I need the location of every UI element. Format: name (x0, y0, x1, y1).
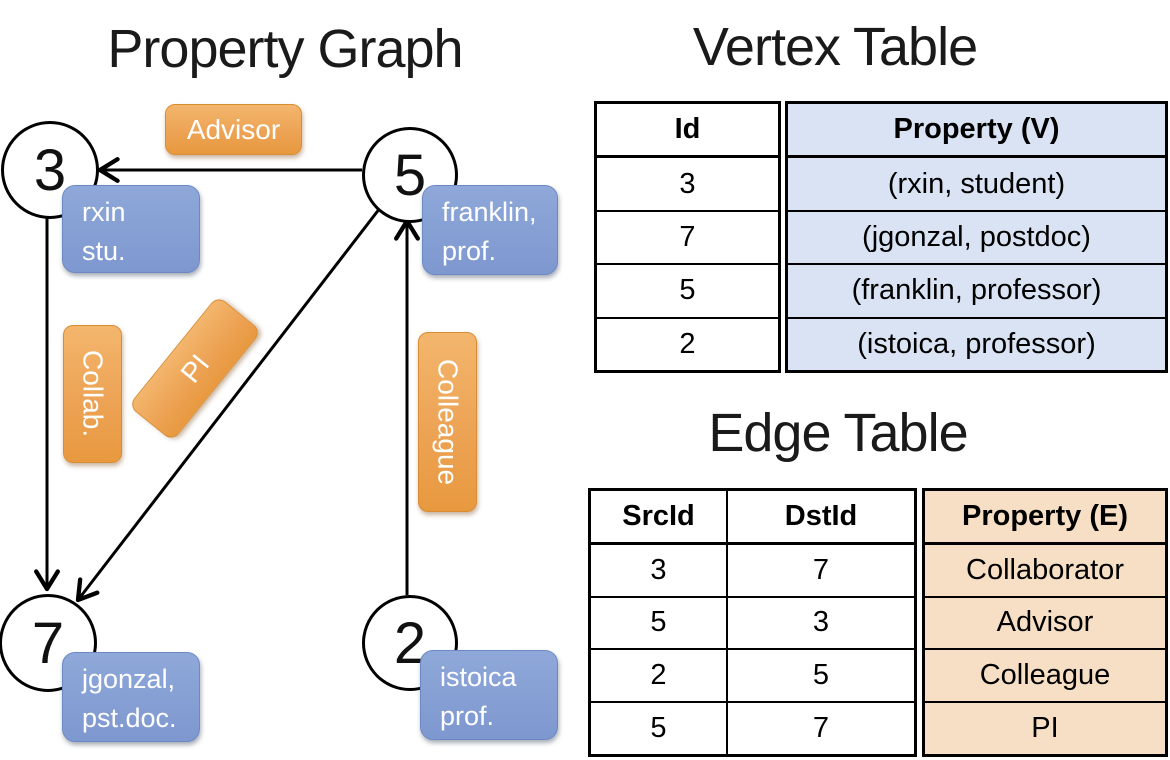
table-row: 2 5 (591, 648, 914, 702)
vertex-table-property-header: Property (V) (788, 104, 1165, 159)
edge-table-title: Edge Table (708, 403, 968, 463)
edge-property-cell: PI (1031, 712, 1059, 745)
edge-property-cell: Collaborator (966, 553, 1124, 586)
table-row: 7 (597, 209, 778, 263)
vertex-label-line2: stu. (82, 236, 126, 266)
vertex-table-property-column: Property (V) (rxin, student) (jgonzal, p… (785, 101, 1168, 373)
edge-label-colleague: Colleague (418, 332, 477, 512)
table-row: 2 (597, 316, 778, 370)
edge-src-cell: 2 (650, 659, 667, 692)
vertex-id-cell: 7 (679, 221, 696, 254)
edge-dst-cell: 7 (726, 544, 914, 596)
node-id-7: 7 (31, 610, 65, 676)
vertex-label-jgonzal: jgonzal, pst.doc. (62, 652, 200, 742)
edge-src-cell: 5 (650, 606, 667, 639)
node-circle-3: 3 (1, 121, 99, 219)
table-row: Colleague (925, 648, 1165, 701)
vertex-label-line2: prof. (440, 701, 495, 731)
vertex-table-title: Vertex Table (692, 17, 978, 77)
node-id-5: 5 (393, 142, 427, 208)
table-row: (jgonzal, postdoc) (788, 209, 1165, 263)
table-row: (rxin, student) (788, 158, 1165, 209)
edge-label-advisor-text: Advisor (186, 113, 281, 145)
edge-dst-cell: 7 (726, 703, 914, 754)
edge-label-collab: Collab. (63, 325, 122, 463)
vertex-table-id-header-text: Id (674, 113, 701, 146)
vertex-label-line1: jgonzal, (82, 664, 176, 694)
vertex-label-franklin: franklin, prof. (422, 185, 558, 275)
table-row: PI (925, 701, 1165, 754)
vertex-id-cell: 2 (679, 327, 696, 360)
vertex-property-cell: (jgonzal, postdoc) (862, 221, 1091, 254)
edge-table-src-header: SrcId (622, 499, 695, 532)
vertex-label-line1: rxin (82, 197, 126, 227)
vertex-table-id-header: Id (597, 104, 778, 159)
table-row: 5 3 (591, 595, 914, 649)
edge-dst-cell: 3 (726, 597, 914, 649)
vertex-id-cell: 5 (679, 274, 696, 307)
table-row: 5 7 (591, 701, 914, 754)
property-graph-title: Property Graph (107, 19, 463, 79)
vertex-id-cell: 3 (679, 167, 696, 200)
edge-dst-cell: 5 (726, 650, 914, 702)
vertex-label-line1: franklin, (442, 197, 537, 227)
edge-table-property-header-text: Property (E) (962, 499, 1128, 532)
edge-property-cell: Colleague (979, 659, 1111, 692)
vertex-table-property-header-text: Property (V) (893, 113, 1060, 146)
edge-label-collab-text: Collab. (77, 350, 109, 438)
vertex-label-line2: pst.doc. (82, 703, 177, 733)
edge-src-cell: 3 (650, 553, 667, 586)
table-row: (franklin, professor) (788, 263, 1165, 316)
vertex-property-cell: (rxin, student) (887, 167, 1066, 200)
vertex-label-line2: prof. (442, 236, 497, 266)
vertex-label-line1: istoica (440, 662, 517, 692)
edge-table-id-header-row: SrcId DstId (591, 491, 914, 545)
table-row: 3 (597, 158, 778, 209)
edge-label-colleague-text: Colleague (432, 358, 464, 486)
node-id-3: 3 (33, 137, 67, 203)
table-row: Collaborator (925, 545, 1165, 596)
vertex-label-istoica: istoica prof. (420, 650, 558, 740)
edge-src-cell: 5 (650, 712, 667, 745)
edge-5-to-7-pi (75, 207, 382, 603)
edge-label-advisor: Advisor (165, 104, 302, 155)
edge-property-cell: Advisor (996, 606, 1094, 639)
table-row: 3 7 (591, 544, 914, 596)
vertex-label-rxin: rxin stu. (62, 185, 200, 273)
vertex-property-cell: (istoica, professor) (857, 327, 1096, 360)
table-row: (istoica, professor) (788, 316, 1165, 370)
edge-label-pi-text: PI (174, 348, 215, 389)
edge-table-id-columns: SrcId DstId 3 7 5 3 2 5 5 7 (588, 488, 917, 757)
edge-table-property-column: Property (E) Collaborator Advisor Collea… (922, 488, 1168, 757)
vertex-table-id-column: Id 3 7 5 2 (594, 101, 781, 373)
edge-table-property-header: Property (E) (925, 491, 1165, 545)
vertex-property-cell: (franklin, professor) (851, 274, 1102, 307)
table-row: Advisor (925, 595, 1165, 649)
table-row: 5 (597, 263, 778, 316)
edge-table-dst-header: DstId (726, 491, 914, 542)
